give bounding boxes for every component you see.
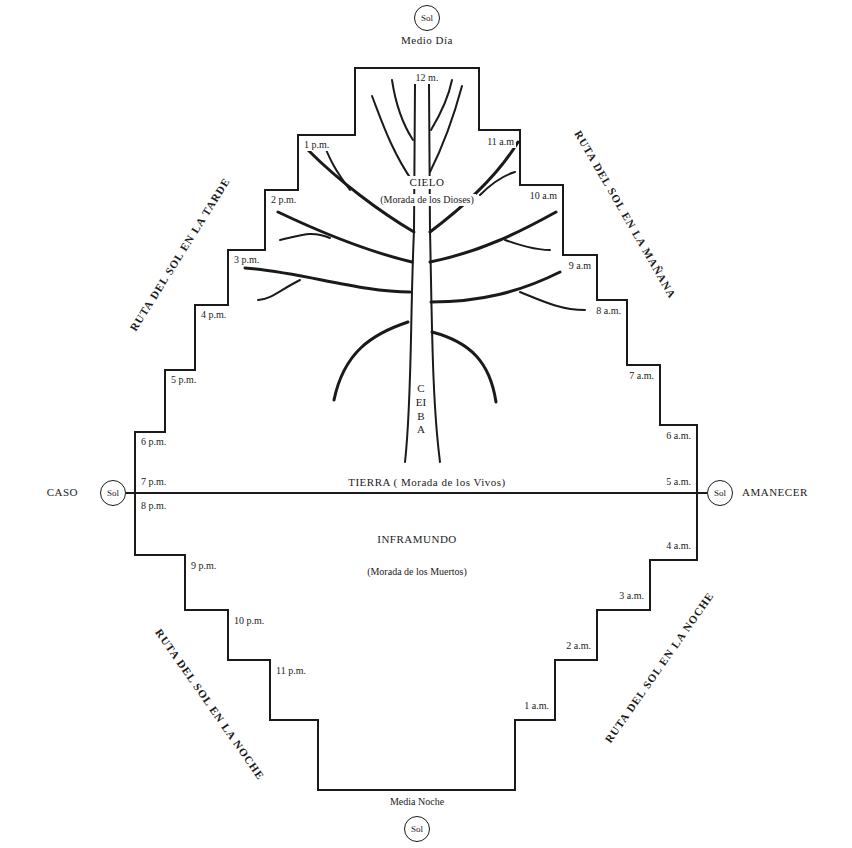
sun-circle: Sol (404, 816, 430, 842)
hour-label: 3 a.m. (617, 590, 646, 602)
route-label: RUTA DEL SOL EN LA NOCHE (151, 625, 268, 784)
route-label: RUTA DEL SOL EN LA NOCHE (601, 588, 718, 747)
route-label: RUTA DEL SOL EN LA MAÑANA (570, 127, 679, 303)
sun-circle: Sol (100, 480, 126, 506)
hour-label: 10 a.m (528, 190, 559, 202)
direction-label: AMANECER (740, 486, 810, 499)
region-name: TIERRA ( Morada de los Vivos) (346, 476, 508, 489)
hour-label: 7 p.m. (139, 476, 168, 488)
hour-label: 9 a.m (567, 260, 593, 272)
hour-label: 3 p.m. (232, 254, 261, 266)
hour-label: 8 p.m. (139, 500, 168, 512)
hour-label: 4 a.m. (664, 540, 693, 552)
hour-label: 6 p.m. (139, 436, 168, 448)
hour-label: 2 a.m. (564, 640, 593, 652)
region-name: CIELO (408, 176, 447, 189)
hour-label: 6 a.m. (664, 430, 693, 442)
sun-text: Sol (411, 825, 423, 834)
hour-label: 4 p.m. (199, 309, 228, 321)
hour-label: 5 a.m. (664, 476, 693, 488)
noon-label: Medio Día (399, 34, 455, 47)
hour-label: 1 a.m. (522, 700, 551, 712)
sun-text: Sol (107, 489, 119, 498)
sun-text: Sol (714, 489, 726, 498)
ceiba-tree (245, 80, 585, 462)
tree-name: CEIBA (413, 380, 430, 439)
hour-label: 11 p.m. (274, 665, 308, 677)
hour-label: 7 a.m. (627, 370, 656, 382)
hour-label: 12 m. (414, 72, 441, 84)
hour-label: 5 p.m. (169, 374, 198, 386)
sun-circle: Sol (707, 480, 733, 506)
hour-label: 2 p.m. (269, 194, 298, 206)
hour-label: 8 a.m. (594, 305, 623, 317)
region-name: INFRAMUNDO (375, 533, 459, 546)
hour-label: 11 a.m (485, 136, 516, 148)
stepped-outline (135, 68, 697, 790)
earth-line (126, 492, 707, 494)
hour-label: 1 p.m. (302, 139, 331, 151)
midnight-label: Media Noche (388, 796, 446, 808)
region-note: (Morada de los Muertos) (365, 566, 469, 578)
sun-circle: Sol (414, 5, 440, 31)
sun-text: Sol (421, 14, 433, 23)
region-note: (Morada de los Dioses) (378, 194, 476, 206)
hour-label: 9 p.m. (189, 560, 218, 572)
hour-label: 10 p.m. (232, 615, 266, 627)
direction-label: CASO (45, 486, 80, 499)
